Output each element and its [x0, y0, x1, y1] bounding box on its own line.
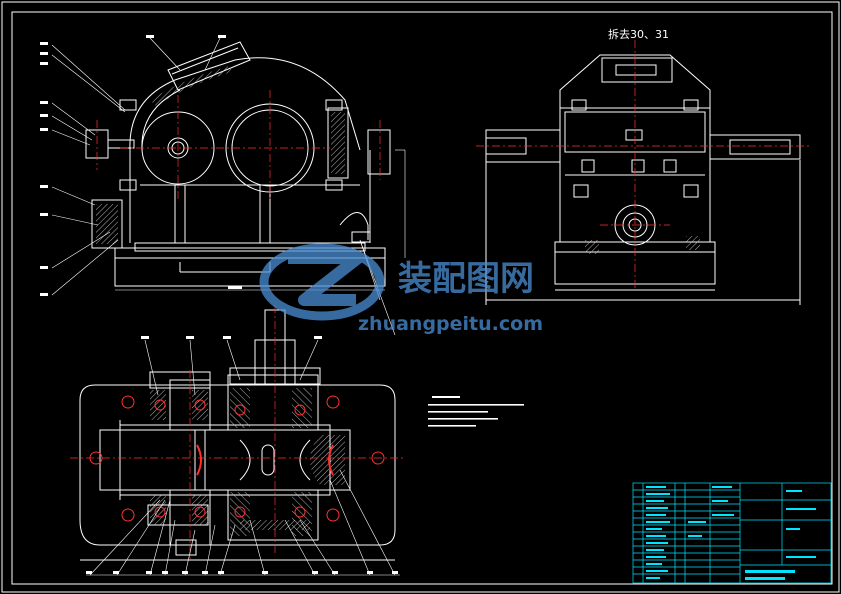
top-label-marks — [86, 336, 398, 574]
technical-requirements-block — [428, 396, 524, 427]
watermark: 装配图网 zhuangpeitu.com — [259, 243, 543, 335]
front-hatch-cover — [150, 66, 232, 106]
front-label-marks — [40, 35, 242, 296]
top-hatch-3 — [230, 388, 250, 428]
top-leaders — [86, 339, 400, 576]
top-red-bolts — [89, 395, 385, 522]
top-hatch-7 — [150, 495, 166, 525]
watermark-logo-icon — [259, 243, 385, 321]
watermark-cn-text: 装配图网 — [398, 259, 534, 299]
top-hatch-4 — [292, 388, 312, 428]
front-hatch-left — [96, 204, 118, 244]
title-block — [632, 482, 832, 584]
front-center-lines — [96, 90, 381, 200]
side-hatch-right — [686, 236, 700, 250]
top-hatch-1 — [150, 390, 166, 420]
front-hatch-right — [331, 112, 345, 174]
top-hatch-8 — [192, 495, 208, 525]
side-view-note: 拆去30、31 — [608, 27, 669, 41]
side-hatch-left — [585, 240, 599, 254]
side-center-lines — [476, 40, 810, 290]
front-leaders — [51, 37, 406, 336]
top-center-lines — [70, 305, 405, 560]
title-block-marks — [646, 486, 816, 580]
watermark-url-text: zhuangpeitu.com — [358, 313, 543, 335]
top-hatch-2 — [192, 390, 208, 420]
drawing-inner-border — [11, 11, 833, 585]
top-hatch-gear — [310, 435, 345, 485]
watermark-z-mark — [288, 252, 364, 306]
